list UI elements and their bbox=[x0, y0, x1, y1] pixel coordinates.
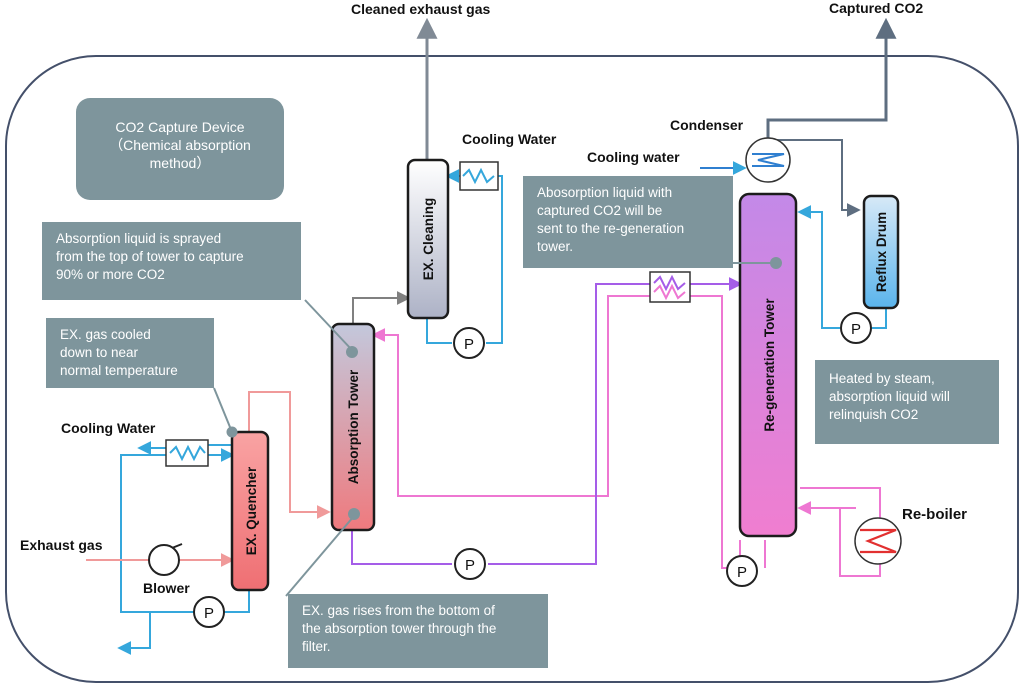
callout-dot bbox=[226, 426, 238, 438]
condenser-label: Condenser bbox=[670, 117, 744, 133]
lean-solvent-line bbox=[351, 530, 452, 565]
system-boundary bbox=[5, 55, 1019, 683]
ex-quencher-vessel: EX. Quencher bbox=[230, 430, 270, 592]
note-line: filter. bbox=[302, 639, 331, 654]
note-line: sent to the re-generation bbox=[537, 221, 685, 236]
exhaust-gas-label: Exhaust gas bbox=[20, 537, 103, 553]
note-line: tower. bbox=[537, 239, 574, 254]
callout-dot bbox=[770, 257, 782, 269]
note-line: from the top of tower to capture bbox=[56, 249, 244, 264]
heat-exchanger-icon bbox=[459, 161, 499, 191]
pump-icon: P bbox=[453, 327, 485, 359]
pump-label: P bbox=[737, 564, 747, 581]
note-line: the absorption tower through the bbox=[302, 621, 497, 636]
reflux-water-return bbox=[797, 205, 840, 329]
ex-cleaning-vessel: EX. Cleaning bbox=[406, 158, 450, 320]
pump-icon: P bbox=[193, 596, 225, 628]
note-line: EX. gas cooled bbox=[60, 327, 151, 342]
note-line: 90% or more CO2 bbox=[56, 267, 165, 282]
blower-label: Blower bbox=[143, 580, 190, 596]
callout-leader bbox=[213, 387, 233, 433]
title-line: CO2 Capture Device bbox=[115, 119, 245, 135]
pump-label: P bbox=[465, 557, 475, 574]
pump-label: P bbox=[851, 321, 861, 338]
note-line: absorption liquid will bbox=[829, 389, 950, 404]
pump-icon: P bbox=[454, 548, 486, 580]
condenser-icon bbox=[745, 137, 791, 183]
note-line: EX. gas rises from the bottom of bbox=[302, 603, 495, 618]
note-line: Absorption liquid is sprayed bbox=[56, 231, 222, 246]
callout-leader bbox=[285, 515, 355, 597]
quencher-water-return bbox=[120, 454, 194, 613]
absorption-tower-vessel: Absorption Tower bbox=[330, 322, 376, 532]
title-box: CO2 Capture Device （Chemical absorption … bbox=[76, 98, 284, 200]
blower-icon bbox=[148, 543, 183, 576]
cleaning-water-return bbox=[486, 175, 503, 344]
ex-quencher-label: EX. Quencher bbox=[244, 466, 259, 555]
title-line: method） bbox=[149, 155, 211, 171]
reboiler-steam-in bbox=[800, 487, 881, 520]
absorption-tower-label: Absorption Tower bbox=[346, 369, 361, 484]
water-drain-line bbox=[117, 612, 151, 655]
pump-label: P bbox=[464, 336, 474, 353]
regeneration-tower-vessel: Re-generation Tower bbox=[738, 192, 798, 538]
cleaning-water-loop bbox=[426, 318, 452, 344]
reboiler-label: Re-boiler bbox=[902, 506, 968, 523]
lean-solvent-to-regen bbox=[488, 277, 743, 565]
note-line: captured CO2 will be bbox=[537, 203, 663, 218]
cooling-water-left-label: Cooling Water bbox=[61, 420, 156, 436]
callout-dot bbox=[348, 508, 360, 520]
reboiler-loop-bottom bbox=[839, 508, 881, 577]
pump-icon: P bbox=[726, 555, 758, 587]
note-line: Heated by steam, bbox=[829, 371, 935, 386]
note-sprayed: Absorption liquid is sprayed from the to… bbox=[42, 222, 301, 300]
note-line: relinquish CO2 bbox=[829, 407, 919, 422]
callout-dot bbox=[346, 346, 358, 358]
quencher-to-absorber-gas-line bbox=[248, 391, 331, 519]
note-heated: Heated by steam, absorption liquid will … bbox=[815, 360, 999, 444]
reflux-drum-label: Reflux Drum bbox=[874, 212, 889, 292]
rich-solvent-line bbox=[371, 295, 741, 569]
title-line: （Chemical absorption bbox=[109, 137, 251, 153]
condenser-to-reflux-line bbox=[776, 139, 861, 217]
note-line: normal temperature bbox=[60, 363, 178, 378]
ex-cleaning-label: EX. Cleaning bbox=[421, 198, 436, 281]
cooling-water-condenser-label: Cooling water bbox=[587, 149, 680, 165]
pump-icon: P bbox=[840, 312, 872, 344]
reflux-water-loop bbox=[872, 308, 887, 329]
reboiler-icon bbox=[854, 517, 902, 565]
quencher-water-loop bbox=[224, 590, 250, 613]
regeneration-tower-label: Re-generation Tower bbox=[762, 298, 777, 432]
reflux-drum-vessel: Reflux Drum bbox=[862, 194, 900, 310]
absorber-to-cleaning-line bbox=[352, 291, 411, 324]
heat-exchanger-icon bbox=[165, 439, 209, 467]
note-rises: EX. gas rises from the bottom of the abs… bbox=[288, 594, 548, 668]
callout-leader bbox=[304, 299, 353, 351]
captured-co2-label: Captured CO2 bbox=[829, 0, 924, 16]
pump-label: P bbox=[204, 605, 214, 622]
cleaned-exhaust-gas-label: Cleaned exhaust gas bbox=[351, 1, 491, 17]
note-sent: Abosorption liquid with captured CO2 wil… bbox=[523, 176, 733, 268]
note-line: Abosorption liquid with bbox=[537, 185, 673, 200]
heat-exchanger-icon bbox=[649, 271, 691, 303]
note-line: down to near bbox=[60, 345, 139, 360]
note-cooled: EX. gas cooled down to near normal tempe… bbox=[46, 318, 214, 388]
cooling-water-top-label: Cooling Water bbox=[462, 131, 557, 147]
